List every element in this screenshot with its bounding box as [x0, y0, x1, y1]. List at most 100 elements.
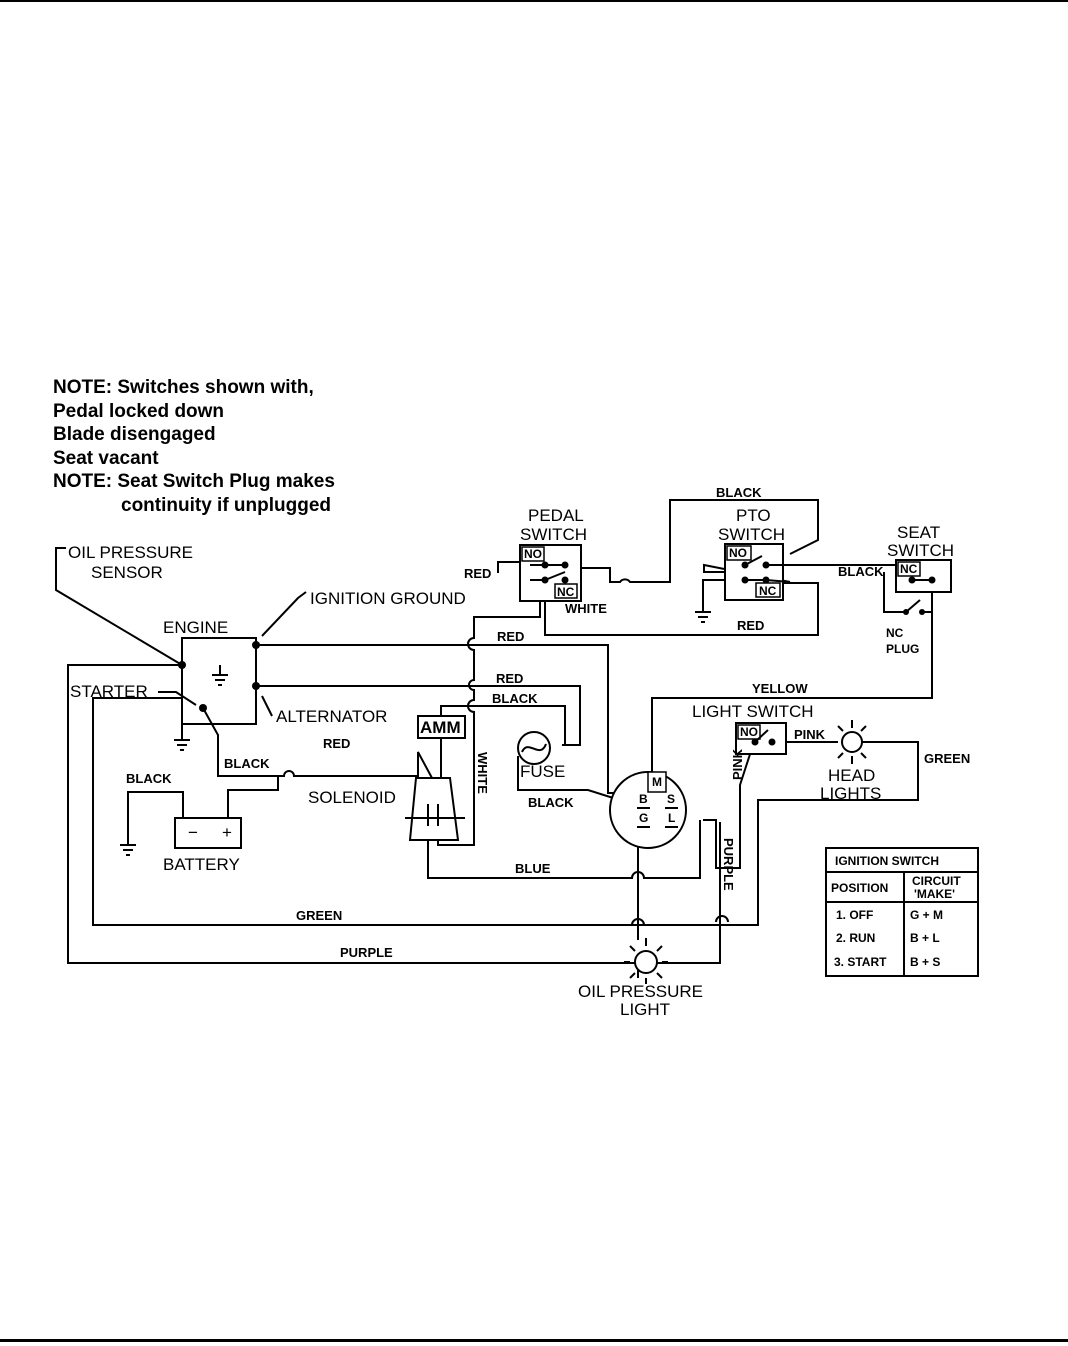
wire-green	[92, 697, 919, 926]
light-contact	[768, 738, 776, 746]
solenoid-body	[408, 777, 460, 841]
pedal-nc-label: NC	[557, 585, 575, 599]
pto-contacts	[744, 555, 791, 583]
table-row-position: 1. OFF	[836, 908, 873, 922]
engine-ground-icon	[174, 724, 190, 751]
ignition-switch: M B S G L	[609, 771, 687, 849]
wire-label-white-pedal: WHITE	[565, 601, 607, 616]
ammeter-label: AMM	[420, 718, 461, 737]
wire-black-amm	[440, 705, 566, 745]
wire-label-pink-vertical: PINK	[730, 748, 745, 780]
table-title: IGNITION SWITCH	[835, 854, 939, 868]
seat-nc-box	[897, 561, 921, 577]
pedal-contacts	[530, 564, 566, 581]
label-fuse: FUSE	[520, 762, 565, 781]
diagram-notes: NOTE: Switches shown with, Pedal locked …	[53, 376, 335, 517]
terminal-s-label: S	[667, 792, 675, 806]
light-no-box	[737, 724, 761, 740]
pedal-nc-box	[554, 583, 578, 599]
table-header-position: POSITION	[831, 881, 888, 895]
ignition-ground-terminal	[252, 641, 260, 649]
note-line: Pedal locked down	[53, 400, 225, 422]
wire-label-blue: BLUE	[515, 861, 551, 876]
wire-solenoid-white	[437, 720, 475, 846]
starter-terminal	[199, 704, 207, 712]
wire-labels: BLACK RED WHITE BLACK RED RED RED BLACK …	[126, 485, 970, 960]
terminal-m	[647, 771, 667, 793]
pto-switch: NO NC	[695, 543, 791, 623]
note-line: Seat vacant	[53, 447, 159, 469]
label-seat-switch-2: SWITCH	[887, 541, 954, 560]
wire-label-purple: PURPLE	[340, 945, 393, 960]
wire-label-green: GREEN	[296, 908, 342, 923]
alternator-leader	[261, 695, 273, 717]
seat-switch: NC	[895, 559, 952, 615]
terminal-l-label: L	[668, 811, 675, 825]
wire-pto-ground	[702, 579, 725, 612]
oil-pressure-light	[624, 938, 668, 984]
label-pedal-switch-2: SWITCH	[520, 525, 587, 544]
starter-leader	[158, 691, 197, 706]
label-starter: STARTER	[70, 682, 148, 701]
note-line: NOTE: Seat Switch Plug makes	[53, 471, 335, 492]
label-pedal-switch: PEDAL	[528, 506, 584, 525]
wire-label-purple-vertical: PURPLE	[721, 838, 736, 891]
wire-pedal-pto	[581, 499, 819, 583]
note-line: Blade disengaged	[53, 424, 216, 445]
pedal-switch: NO NC	[519, 544, 582, 602]
battery-plus-label: +	[222, 823, 232, 842]
label-oil-pressure-sensor: OIL PRESSURE	[68, 543, 193, 562]
pto-ground-icon	[695, 611, 711, 623]
label-ignition-ground: IGNITION GROUND	[310, 589, 466, 608]
wire-label-white-vertical: WHITE	[475, 752, 490, 794]
wire-label-black-ground: BLACK	[126, 771, 172, 786]
component-labels: OIL PRESSURE SENSOR ENGINE IGNITION GROU…	[68, 506, 954, 1019]
terminal-b-label: B	[639, 792, 648, 806]
oil-sensor-terminal	[178, 661, 186, 669]
wire-label-red-alternator: RED	[496, 671, 523, 686]
wire-yellow	[651, 612, 933, 773]
label-nc-plug: NC	[886, 626, 904, 640]
wire-label-black-top: BLACK	[716, 485, 762, 500]
label-head-lights-2: LIGHTS	[820, 784, 881, 803]
light-switch: NO	[735, 722, 787, 755]
ammeter: AMM	[417, 715, 466, 739]
leader-oil-sensor	[55, 547, 183, 666]
wire-label-red-pto: RED	[737, 618, 764, 633]
wire-green-hop	[631, 918, 645, 926]
wire-label-black-starter: BLACK	[224, 756, 270, 771]
label-light-switch: LIGHT SWITCH	[692, 702, 814, 721]
seat-nc-label: NC	[900, 562, 918, 576]
wire-label-pink-lights: PINK	[794, 727, 826, 742]
table-row-position: 3. START	[834, 955, 887, 969]
wire-red-solenoid	[278, 751, 433, 779]
alternator-terminal	[252, 682, 260, 690]
wire-red-alternator	[256, 685, 581, 746]
oil-light-bulb	[634, 950, 658, 974]
wire-label-red-ignition: RED	[497, 629, 524, 644]
label-oil-pressure-light-2: LIGHT	[620, 1000, 670, 1019]
label-pto-switch: PTO	[736, 506, 771, 525]
solenoid	[405, 777, 465, 841]
pto-nc-label: NC	[759, 584, 777, 598]
terminal-g-label: G	[639, 811, 648, 825]
note-line: continuity if unplugged	[121, 494, 332, 516]
ignition-terminal-marks	[637, 807, 678, 828]
wire-label-black-amm: BLACK	[492, 691, 538, 706]
nc-plug-contact	[919, 609, 925, 615]
label-alternator: ALTERNATOR	[276, 707, 387, 726]
ignition-switch-table: IGNITION SWITCH POSITION CIRCUIT 'MAKE' …	[825, 847, 979, 977]
label-pto-switch-2: SWITCH	[718, 525, 785, 544]
label-seat-switch: SEAT	[897, 523, 940, 542]
label-oil-pressure-sensor-2: SENSOR	[91, 563, 163, 582]
label-oil-pressure-light: OIL PRESSURE	[578, 982, 703, 1001]
wire-pink-vertical	[703, 747, 753, 869]
table-row-circuit: G + M	[910, 908, 943, 922]
ignition-ground-leader	[261, 591, 307, 637]
solenoid-posts	[427, 804, 439, 826]
battery-ground-icon	[120, 844, 136, 856]
wire-label-red-solenoid: RED	[323, 736, 350, 751]
pto-no-label: NO	[729, 546, 747, 560]
top-rule	[0, 0, 1068, 2]
